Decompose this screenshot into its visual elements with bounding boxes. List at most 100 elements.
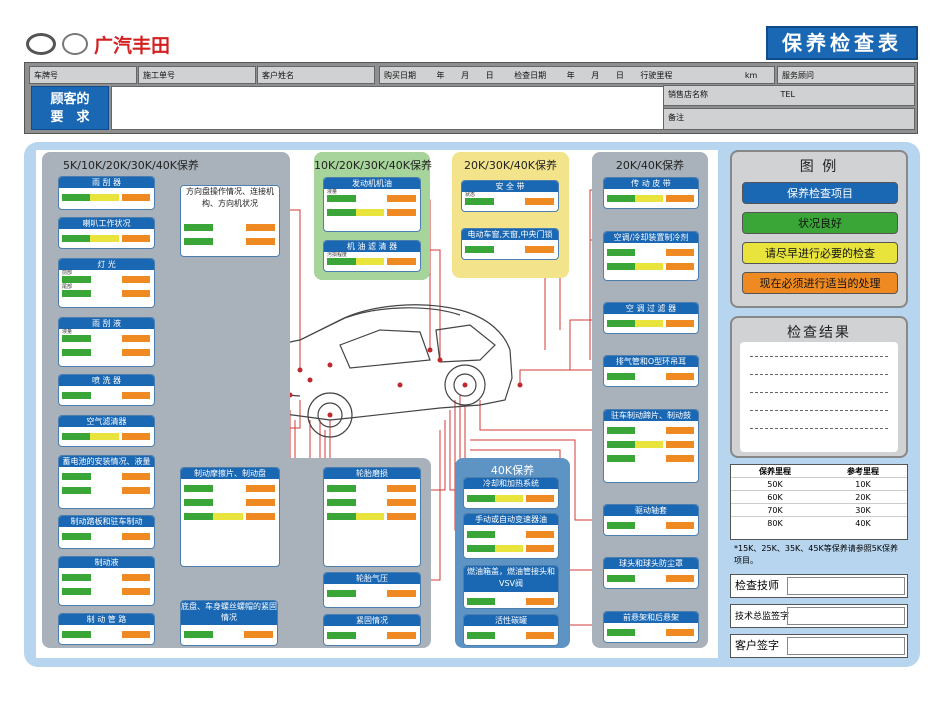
card-suspension: 前悬架和后悬架 [603,611,699,643]
card-exhaust-title: 排气管和O型环吊耳 [604,356,698,367]
card-ac-filter: 空 调 过 滤 器 [603,302,699,334]
panel-20k-40k-title: 20K/40K保养 [615,159,685,172]
card-brake-pedal: 制动踏板和驻车制动 [58,515,155,549]
requirement-label-line1: 顾客的 [50,92,90,107]
plate-field[interactable]: 车牌号 [29,66,137,84]
card-brake-fluid: 制动液 [58,556,155,606]
card-wiper-title: 雨 刮 器 [59,177,154,188]
card-sprayer-title: 喷 洗 器 [59,375,154,386]
sig-client-label: 客户签字 [735,639,779,652]
card-sprayer: 喷 洗 器 [58,374,155,406]
mileage-cell: 80K [767,519,783,528]
legend: 图 例 保养检查项目 状况良好 请尽早进行必要的检查 现在必须进行适当的处理 [730,150,908,308]
brand-logo: 广汽丰田 [26,30,170,58]
mileage-cell: 60K [767,493,783,502]
mileage-header-service: 保养里程 [759,467,791,476]
card-suspension-title: 前悬架和后悬架 [604,612,698,623]
card-drive-boot-title: 驱动轴套 [604,505,698,516]
card-washer-fluid: 雨 刮 液液量 [58,317,155,367]
card-engine-oil: 发动机机油液量 [323,177,421,232]
sig-supervisor: 技术总监签字 [730,604,908,628]
card-oil-filter-title: 机 油 滤 清 器 [324,241,420,252]
page-title: 保养检查表 [766,26,918,60]
card-belt-title: 传 动 皮 带 [604,178,698,189]
card-brake-pipe: 制 动 管 路 [58,613,155,645]
tel-label: TEL [780,90,795,99]
card-ac-coolant: 空调/冷却装置制冷剂 [603,231,699,281]
card-brake-pad-title: 制动摩擦片、制动盘 [181,468,279,479]
check-date-label: 检查日期 [514,71,547,80]
card-fuel: 燃油箱盖，燃油管接头和VSV阀 [463,565,559,609]
card-horn: 喇叭工作状况 [58,217,155,249]
toyota-logo-icon [62,33,88,55]
remark-field[interactable]: 备注 [663,108,915,130]
mileage-cell: 20K [855,493,871,502]
card-ball-joint-title: 球头和球头防尘罩 [604,558,698,569]
requirement-label-line2: 要 求 [50,110,90,125]
mileage-label: 行驶里程 [640,71,673,80]
card-brake-pipe-title: 制 动 管 路 [59,614,154,625]
panel-20k-title: 20K/30K/40K保养 [463,159,558,172]
dealer-field[interactable]: 销售店名称 TEL [663,85,915,106]
results-panel: 检查结果 [730,316,908,458]
card-charcoal-title: 活性碳罐 [464,615,558,626]
card-air-filter: 空气滤清器 [58,415,155,447]
card-brake-pedal-title: 制动踏板和驻车制动 [59,516,154,527]
mileage-header-reference: 参考里程 [847,467,879,476]
order-field[interactable]: 施工单号 [138,66,256,84]
engine-oil-level-label: 液量 [327,189,338,195]
light-front-label: 前部 [62,270,73,276]
legend-item-check-soon: 请尽早进行必要的检查 [742,242,898,264]
sig-supervisor-label: 技术总监签字 [735,612,790,622]
card-cooling-title: 冷却和加热系统 [464,478,558,489]
mileage-cell: 50K [767,480,783,489]
card-oil-filter: 机 油 滤 清 器污损程度 [323,240,421,272]
card-transmission: 手动或自动变速器油 [463,513,559,559]
card-tire-pressure-title: 轮胎气压 [324,573,420,584]
sig-tech-input[interactable] [787,577,905,595]
mileage-note: *15K、25K、35K、45K等保养请参照5K保养项目。 [734,544,899,565]
card-brake-pad: 制动摩擦片、制动盘 [180,467,280,567]
mileage-cell: 10K [855,480,871,489]
card-battery-title: 蓄电池的安装情况、液量 [59,456,154,467]
sig-client-input[interactable] [787,637,905,655]
oil-filter-dirt-label: 污损程度 [327,252,348,258]
sig-tech-label: 检查技师 [735,579,779,592]
card-seatbelt-title: 安 全 带 [462,181,558,192]
card-cooling: 冷却和加热系统 [463,477,559,509]
brand-name: 广汽丰田 [94,34,171,57]
customer-field[interactable]: 客户姓名 [257,66,375,84]
sig-supervisor-input[interactable] [787,607,905,625]
card-tire-wear: 轮胎磨损 [323,467,421,567]
card-charcoal: 活性碳罐 [463,614,559,646]
legend-item-maintenance: 保养检查项目 [742,182,898,204]
card-air-filter-title: 空气滤清器 [59,416,154,427]
results-input[interactable] [740,342,898,452]
card-battery: 蓄电池的安装情况、液量 [58,455,155,509]
advisor-field[interactable]: 服务顾问 [777,66,915,84]
requirement-label: 顾客的 要 求 [31,86,109,130]
gac-logo-icon [26,33,56,55]
check-day: 日 [615,71,624,80]
info-bar: 车牌号 施工单号 客户姓名 购买日期 年 月 日 检查日期 年 月 日 行驶里程… [24,62,918,134]
card-belt: 传 动 皮 带 [603,177,699,209]
mileage-cell: 40K [855,519,871,528]
purchase-date-label: 购买日期 [384,71,416,80]
legend-item-good: 状况良好 [742,212,898,234]
card-chassis-bolts-title: 底盘、车身螺丝螺帽的紧固情况 [181,601,277,625]
mileage-cell: 70K [767,506,783,515]
card-tire-wear-title: 轮胎磨损 [324,468,420,479]
results-title: 检查结果 [787,325,851,341]
card-exhaust: 排气管和O型环吊耳 [603,355,699,387]
card-seatbelt: 安 全 带状态 [461,180,559,212]
date-field[interactable]: 购买日期 年 月 日 检查日期 年 月 日 行驶里程 km [379,66,775,84]
card-fastening: 紧固情况 [323,614,421,646]
card-light: 灯 光前部尾部 [58,258,155,308]
card-steering: 方向盘操作情况、连接机构、方向机状况 [180,185,280,257]
light-rear-label: 尾部 [62,284,73,290]
legend-item-act-now: 现在必须进行适当的处理 [742,272,898,294]
card-fuel-title: 燃油箱盖，燃油管接头和VSV阀 [464,566,558,592]
panel-10k-title: 10K/20K/30K/40K保养 [314,159,432,172]
card-ac-filter-title: 空 调 过 滤 器 [604,303,698,314]
